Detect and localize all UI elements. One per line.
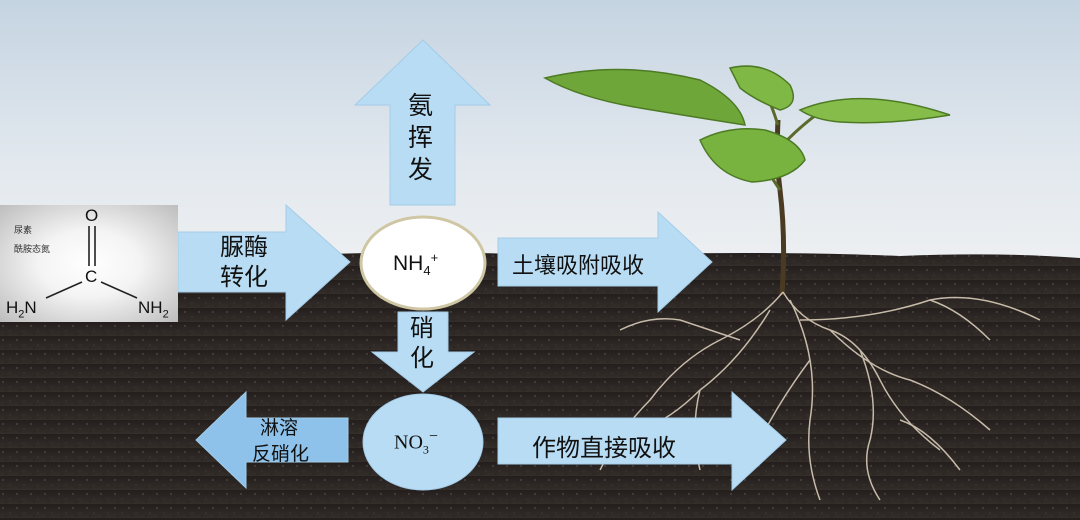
nitrify-char-2: 化 bbox=[410, 344, 434, 372]
volatilize-char-2: 挥 bbox=[408, 123, 434, 152]
sky bbox=[0, 0, 1080, 270]
volatilize-char-3: 发 bbox=[408, 155, 434, 184]
soil-adsorb-label: 土壤吸附吸收 bbox=[512, 254, 645, 279]
leach-arrow bbox=[195, 390, 349, 490]
nitrify-label: 硝 化 bbox=[410, 313, 434, 373]
ammonium-node bbox=[359, 215, 487, 311]
leach-line-2: 反硝化 bbox=[252, 443, 310, 465]
urease-line-2: 转化 bbox=[220, 263, 268, 291]
amide-nitrogen-label: 酰胺态氮 bbox=[14, 245, 51, 255]
nitrate-node bbox=[362, 393, 484, 491]
crop-absorb-arrow bbox=[497, 390, 787, 492]
nitrate-label: NO3− bbox=[394, 428, 438, 457]
leach-label: 淋溶 反硝化 bbox=[252, 415, 309, 467]
ammonium-label: NH4+ bbox=[393, 250, 439, 279]
atom-carbon: C bbox=[85, 267, 98, 286]
roots bbox=[599, 291, 1041, 501]
soil-adsorb-arrow bbox=[497, 210, 713, 314]
atom-h2n-left: H2N bbox=[6, 298, 37, 321]
seedling bbox=[542, 65, 951, 296]
urea-label: 尿素 bbox=[14, 226, 33, 236]
nitrify-char-1: 硝 bbox=[410, 314, 434, 342]
nitrify-arrow bbox=[370, 311, 476, 393]
urease-line-1: 脲酶 bbox=[220, 233, 268, 261]
leach-line-1: 淋溶 bbox=[260, 417, 299, 439]
atom-nh2-right: NH2 bbox=[138, 298, 169, 321]
volatilize-label: 氨 挥 发 bbox=[408, 90, 433, 186]
atom-oxygen: O bbox=[85, 206, 99, 225]
arrows bbox=[177, 39, 787, 492]
urea-bond-overlay bbox=[45, 226, 138, 299]
urease-arrow bbox=[177, 203, 351, 322]
crop-absorb-label: 作物直接吸收 bbox=[532, 434, 676, 462]
urease-label: 脲酶 转化 bbox=[220, 232, 268, 292]
volatilize-arrow bbox=[353, 39, 492, 206]
volatilize-char-1: 氨 bbox=[408, 91, 434, 120]
